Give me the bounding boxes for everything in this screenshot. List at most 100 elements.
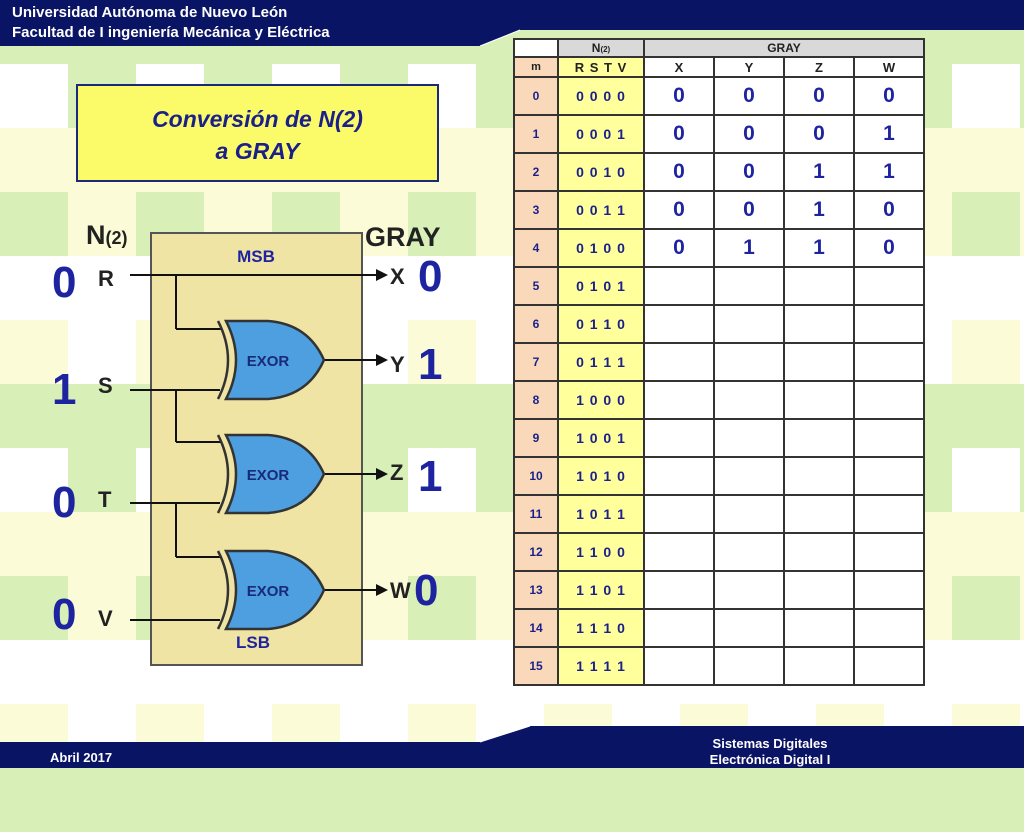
row-gray-cell: 0 bbox=[713, 152, 785, 192]
slide-title-line1: Conversión de N(2) bbox=[152, 106, 363, 132]
faculty-name: Facultad de I ingeniería Mecánica y Eléc… bbox=[12, 24, 330, 41]
row-gray-cell: 1 bbox=[783, 228, 855, 268]
row-gray-cell bbox=[783, 494, 855, 534]
row-gray-cell bbox=[853, 532, 925, 572]
row-gray-cell: 0 bbox=[713, 190, 785, 230]
row-n2-cell: 1 0 1 0 bbox=[557, 456, 645, 496]
row-gray-cell bbox=[853, 380, 925, 420]
row-m-cell: 13 bbox=[513, 570, 559, 610]
row-gray-cell: 1 bbox=[783, 190, 855, 230]
row-n2-cell: 1 0 0 0 bbox=[557, 380, 645, 420]
gate-1-label: EXOR bbox=[247, 353, 290, 370]
row-gray-cell bbox=[713, 608, 785, 648]
row-m-cell: 0 bbox=[513, 76, 559, 116]
row-gray-cell: 0 bbox=[643, 76, 715, 116]
row-gray-cell bbox=[783, 532, 855, 572]
input-v-value: 0 bbox=[52, 590, 77, 639]
row-gray-cell bbox=[853, 304, 925, 344]
row-gray-cell bbox=[783, 342, 855, 382]
row-gray-cell bbox=[643, 342, 715, 382]
exor-gate-3 bbox=[216, 549, 326, 631]
rstv-column-header: R S T V bbox=[557, 56, 645, 78]
footer-course-line2: Electrónica Digital I bbox=[709, 752, 831, 767]
n2-column-header: N(2) bbox=[557, 38, 645, 58]
row-m-cell: 9 bbox=[513, 418, 559, 458]
input-s-label: S bbox=[98, 373, 113, 398]
row-gray-cell bbox=[713, 456, 785, 496]
row-gray-cell bbox=[853, 456, 925, 496]
row-gray-cell bbox=[783, 608, 855, 648]
gate-2-label: EXOR bbox=[247, 467, 290, 484]
output-y-value: 1 bbox=[418, 340, 443, 389]
row-m-cell: 1 bbox=[513, 114, 559, 154]
row-gray-cell: 1 bbox=[783, 152, 855, 192]
row-n2-cell: 0 0 1 1 bbox=[557, 190, 645, 230]
row-gray-cell bbox=[713, 494, 785, 534]
row-gray-cell: 0 bbox=[643, 114, 715, 154]
row-gray-cell: 0 bbox=[713, 114, 785, 154]
y-column-header: Y bbox=[713, 56, 785, 78]
row-gray-cell bbox=[783, 266, 855, 306]
row-gray-cell bbox=[783, 380, 855, 420]
row-gray-cell bbox=[713, 532, 785, 572]
row-n2-cell: 0 1 0 0 bbox=[557, 228, 645, 268]
row-gray-cell: 1 bbox=[853, 152, 925, 192]
row-gray-cell bbox=[643, 304, 715, 344]
row-gray-cell bbox=[713, 570, 785, 610]
row-gray-cell bbox=[783, 570, 855, 610]
row-gray-cell bbox=[783, 304, 855, 344]
row-n2-cell: 1 1 1 0 bbox=[557, 608, 645, 648]
row-m-cell: 4 bbox=[513, 228, 559, 268]
row-gray-cell bbox=[853, 608, 925, 648]
row-gray-cell bbox=[853, 418, 925, 458]
row-gray-cell bbox=[783, 418, 855, 458]
row-m-cell: 12 bbox=[513, 532, 559, 572]
row-m-cell: 2 bbox=[513, 152, 559, 192]
lsb-label: LSB bbox=[236, 633, 270, 652]
row-gray-cell: 0 bbox=[783, 76, 855, 116]
row-gray-cell: 1 bbox=[853, 114, 925, 154]
n2-heading: N(2) bbox=[86, 220, 128, 250]
gate-3-label: EXOR bbox=[247, 583, 290, 600]
row-gray-cell bbox=[853, 342, 925, 382]
row-gray-cell bbox=[783, 456, 855, 496]
row-m-cell: 14 bbox=[513, 608, 559, 648]
row-n2-cell: 1 1 0 1 bbox=[557, 570, 645, 610]
row-gray-cell bbox=[853, 494, 925, 534]
row-gray-cell bbox=[713, 304, 785, 344]
row-gray-cell: 0 bbox=[643, 152, 715, 192]
input-t-value: 0 bbox=[52, 478, 77, 527]
row-gray-cell: 0 bbox=[783, 114, 855, 154]
row-gray-cell: 0 bbox=[643, 228, 715, 268]
row-n2-cell: 0 1 1 1 bbox=[557, 342, 645, 382]
row-gray-cell bbox=[643, 380, 715, 420]
exor-gate-2 bbox=[216, 433, 326, 515]
row-gray-cell bbox=[713, 418, 785, 458]
output-x-label: X bbox=[390, 264, 405, 289]
w-column-header: W bbox=[853, 56, 925, 78]
msb-label: MSB bbox=[237, 247, 275, 266]
row-gray-cell: 0 bbox=[643, 190, 715, 230]
row-gray-cell: 0 bbox=[853, 228, 925, 268]
row-gray-cell: 0 bbox=[853, 76, 925, 116]
row-gray-cell bbox=[853, 266, 925, 306]
header-bar bbox=[0, 0, 1024, 46]
row-gray-cell bbox=[713, 342, 785, 382]
row-m-cell: 5 bbox=[513, 266, 559, 306]
row-gray-cell bbox=[643, 608, 715, 648]
university-name: Universidad Autónoma de Nuevo León bbox=[12, 4, 288, 21]
row-n2-cell: 0 1 1 0 bbox=[557, 304, 645, 344]
m-column-header: m bbox=[513, 56, 559, 78]
row-m-cell: 7 bbox=[513, 342, 559, 382]
row-m-cell: 15 bbox=[513, 646, 559, 686]
row-gray-cell bbox=[783, 646, 855, 686]
row-gray-cell bbox=[713, 646, 785, 686]
x-column-header: X bbox=[643, 56, 715, 78]
